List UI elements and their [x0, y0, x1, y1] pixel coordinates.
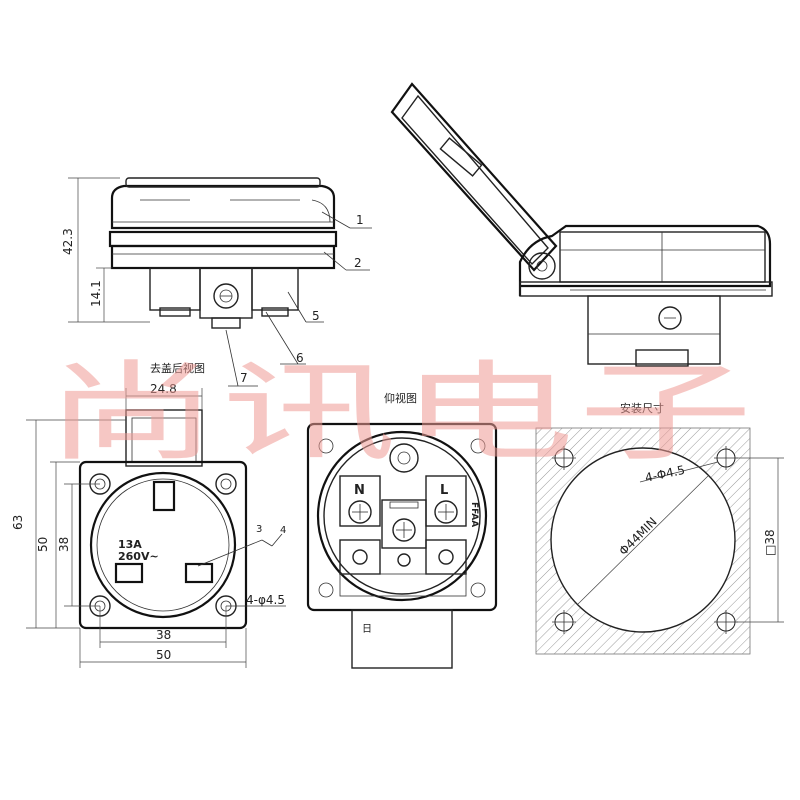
open-cover-view — [390, 82, 773, 367]
caption-bottom-view: 仰视图 — [384, 391, 417, 405]
dim-height-total: 42.3 — [61, 228, 75, 255]
mounting-view: 安装尺寸 Φ44MIN 4-Φ4.5 □38 — [535, 401, 784, 655]
dim-height-mid: 50 — [36, 537, 50, 552]
dim-height-outer: 63 — [11, 515, 25, 530]
part-label-7: 7 — [240, 371, 248, 385]
caption-mounting: 安装尺寸 — [620, 401, 664, 415]
watermark-text: 尚讯电子 — [44, 351, 756, 476]
dim-front-holes: 4-φ4.5 — [246, 593, 285, 607]
bottom-view: 仰视图 日 N L FFAA — [306, 391, 498, 669]
terminal-live: L — [440, 483, 448, 498]
terminal-logo: FFAA — [469, 502, 479, 527]
part-label-1: 1 — [356, 213, 364, 227]
part-label-2: 2 — [354, 256, 362, 270]
bottom-small-mark: 日 — [362, 624, 372, 635]
dim-width-outer: 50 — [156, 648, 171, 662]
front-view: 去盖后视图 13A 260V~ 3 4 4-φ4.5 24.8 — [11, 361, 286, 668]
part-label-4: 4 — [280, 525, 286, 536]
part-label-3: 3 — [256, 524, 262, 535]
rating-current: 13A — [118, 538, 142, 551]
part-label-6: 6 — [296, 351, 304, 365]
caption-rear-view: 去盖后视图 — [150, 361, 205, 375]
side-view: 42.3 14.1 1 2 5 6 7 — [61, 177, 372, 387]
dim-top-width: 24.8 — [150, 382, 177, 396]
dim-height-base: 14.1 — [89, 280, 103, 307]
dim-height-inner: 38 — [57, 537, 71, 552]
dim-square: □38 — [763, 529, 777, 556]
rating-voltage: 260V~ — [118, 550, 159, 563]
dim-width-inner: 38 — [156, 628, 171, 642]
terminal-neutral: N — [354, 483, 365, 498]
part-label-5: 5 — [312, 309, 320, 323]
